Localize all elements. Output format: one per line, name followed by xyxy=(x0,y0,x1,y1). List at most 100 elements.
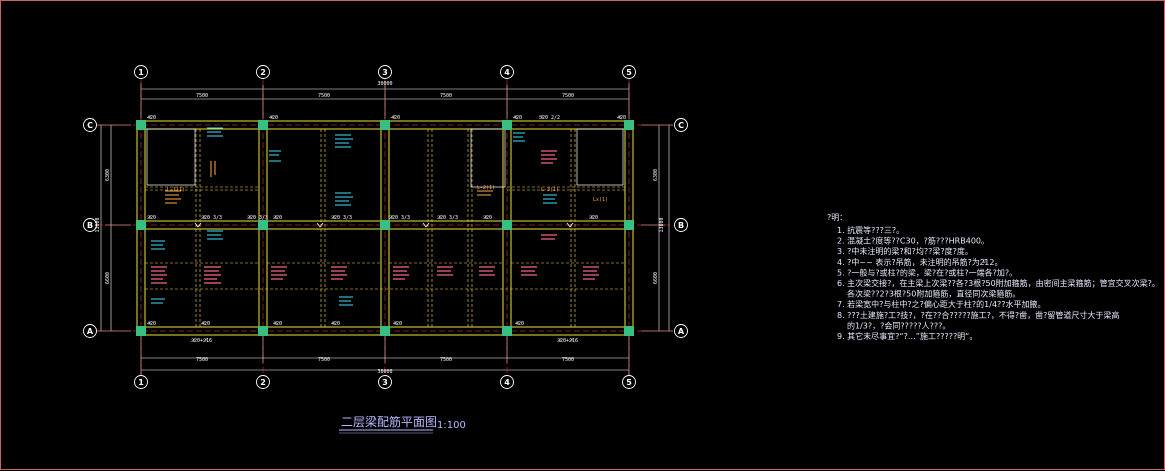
axis-label-A-left: A xyxy=(87,327,94,336)
axis-label-C-left: C xyxy=(87,121,93,130)
right-dimension: 13800 xyxy=(659,217,665,232)
bottom-span-dimension: 7500 xyxy=(562,357,574,363)
mid-beam-label: 3ͤ20 3/3 xyxy=(437,215,458,221)
note-item: 6. 主次梁交接?，在主梁上次梁??各?3根?50附加箍筋，由密间主梁箍筋；管宜… xyxy=(837,278,1160,288)
axis-bubble-B-right xyxy=(674,218,688,232)
bottom-span-dimension: 7500 xyxy=(196,357,208,363)
left-dimension: 6600 xyxy=(105,272,111,284)
drawing-scale: 1:100 xyxy=(437,420,466,431)
bottom-beam-note: 3ͤ20+2ͤ16 xyxy=(557,338,578,344)
axis-bubble-C-right xyxy=(674,118,688,132)
axis-label-B-left: B xyxy=(87,221,93,230)
note-item: 9. 其它未尽事宜?“?…”施工?????明“。 xyxy=(837,331,977,341)
axis-bubble-2-bottom xyxy=(256,375,270,389)
note-item: 2. 混凝土?度等??C30，?筋???HRB400。 xyxy=(837,236,989,246)
notes-section: ?明： 1. 抗震等???三?。2. 混凝土?度等??C30，?筋???HRB4… xyxy=(827,213,1160,341)
axis-bubble-1-top xyxy=(134,65,148,79)
left-dimension: 6300 xyxy=(105,169,111,181)
axis-label-2-bottom: 2 xyxy=(260,378,266,387)
mid-beam-label: 3ͤ20 3/3 xyxy=(201,215,222,221)
axis-label-B-right: B xyxy=(678,221,684,230)
axis-bubble-B-left xyxy=(83,218,97,232)
top-beam-label: 5ͤ20 2/2 xyxy=(539,115,560,121)
bottom-total-dimension: 30000 xyxy=(377,369,392,375)
break-marks xyxy=(194,222,574,228)
axis-label-2-top: 2 xyxy=(260,68,266,77)
bottom-beam-label: 4ͤ20 xyxy=(201,321,210,327)
bottom-beam-label: 4ͤ20 xyxy=(393,321,402,327)
axis-label-1-top: 1 xyxy=(138,68,144,77)
axis-label-5-bottom: 5 xyxy=(626,378,632,387)
drawing-title: 二层梁配筋平面图 xyxy=(341,414,437,429)
mid-beam-label: 3ͤ20 3/3 xyxy=(331,215,352,221)
bottom-beam-label: 4ͤ20 xyxy=(331,321,340,327)
left-dimension: 13800 xyxy=(95,217,101,232)
note-item: 各次梁??2?3根?50附加箍筋，直径同次梁箍筋。 xyxy=(847,289,1020,299)
axis-bubble-C-left xyxy=(83,118,97,132)
top-beam-label: 4ͤ20 xyxy=(269,115,278,121)
axis-bubble-1-bottom xyxy=(134,375,148,389)
axis-bubble-4-top xyxy=(500,65,514,79)
right-dimension: 6300 xyxy=(653,169,659,181)
mid-beam-label: 3ͤ20 xyxy=(147,215,156,221)
bottom-span-dimension: 7500 xyxy=(440,357,452,363)
bottom-beam-label: 4ͤ20 xyxy=(515,321,524,327)
axis-label-C-right: C xyxy=(678,121,684,130)
top-beam-label: 4ͤ20 xyxy=(391,115,400,121)
drawing-title-block: 二层梁配筋平面图 1:100 xyxy=(339,414,466,434)
secondary-beam-mark: Lx(1) xyxy=(593,197,608,203)
secondary-beams xyxy=(145,129,625,327)
note-item: 5. ?一般与?或柱?的梁，梁?在?或柱?一端各?加?。 xyxy=(837,267,1017,277)
top-beam-label: 4ͤ20 xyxy=(513,115,522,121)
note-item: 7. 若梁宽中?与柱中?之?偏心距大于柱?的1/4??水平加腋。 xyxy=(837,299,1046,309)
top-span-dimension: 7500 xyxy=(562,93,574,99)
axis-label-3-bottom: 3 xyxy=(382,378,388,387)
right-dimension: 6600 xyxy=(653,272,659,284)
mid-beam-label: 3ͤ20 3/3 xyxy=(247,215,268,221)
bottom-span-dimension: 7500 xyxy=(318,357,330,363)
axis-bubble-3-bottom xyxy=(378,375,392,389)
top-span-dimension: 7500 xyxy=(440,93,452,99)
note-item: 8. ???土建施?工?技?，?在??合?????施工?，不得?凿，凿?留管道尺… xyxy=(837,310,1119,320)
notes-list: 1. 抗震等???三?。2. 混凝土?度等??C30，?筋???HRB400。3… xyxy=(837,225,1160,341)
axis-bubble-4-bottom xyxy=(500,375,514,389)
mid-beam-label: 3ͤ20 xyxy=(273,215,282,221)
secondary-beam-mark: L-2(1) xyxy=(477,185,495,191)
axis-label-1-bottom: 1 xyxy=(138,378,144,387)
rebar-annotation-blocks xyxy=(151,127,599,306)
axis-bubble-A-left xyxy=(83,324,97,338)
mid-beam-label: 3ͤ20 xyxy=(589,215,598,221)
note-item: 3. ?中未注明的梁?和?均??梁?度?度。 xyxy=(837,246,973,256)
bottom-beam-label: 4ͤ20 xyxy=(147,321,156,327)
note-item: 1. 抗震等???三?。 xyxy=(837,225,904,235)
axis-label-4-bottom: 4 xyxy=(504,378,510,387)
mid-beam-label: 3ͤ20 3/3 xyxy=(389,215,410,221)
note-item: 4. ?中~~ 表示?吊筋，未注明的吊筋?为2ͤ12。 xyxy=(837,257,1003,267)
opening-boxes xyxy=(146,128,624,188)
axis-label-4-top: 4 xyxy=(504,68,510,77)
note-item: 的1/3?，?会同?????人???。 xyxy=(847,320,950,330)
secondary-beam-mark: L-3(1) xyxy=(541,187,559,193)
secondary-beam-mark: L-1(1) xyxy=(167,187,185,193)
axis-label-5-top: 5 xyxy=(626,68,632,77)
top-total-dimension: 30000 xyxy=(377,81,392,87)
axis-bubble-3-top xyxy=(378,65,392,79)
axis-bubble-A-right xyxy=(674,324,688,338)
bottom-beam-note: 3ͤ20+2ͤ16 xyxy=(191,338,212,344)
top-span-dimension: 7500 xyxy=(318,93,330,99)
top-beam-label: 4ͤ20 xyxy=(617,115,626,121)
axis-label-3-top: 3 xyxy=(382,68,388,77)
top-span-dimension: 7500 xyxy=(196,93,208,99)
columns xyxy=(136,120,634,336)
bottom-beam-label: 4ͤ20 xyxy=(273,321,282,327)
top-beam-label: 4ͤ20 xyxy=(147,115,156,121)
notes-heading: ?明： xyxy=(827,213,847,222)
axis-bubble-2-top xyxy=(256,65,270,79)
axis-bubble-5-bottom xyxy=(622,375,636,389)
axis-bubble-5-top xyxy=(622,65,636,79)
axis-label-A-right: A xyxy=(678,327,685,336)
mid-beam-label: 3ͤ20 xyxy=(483,215,492,221)
